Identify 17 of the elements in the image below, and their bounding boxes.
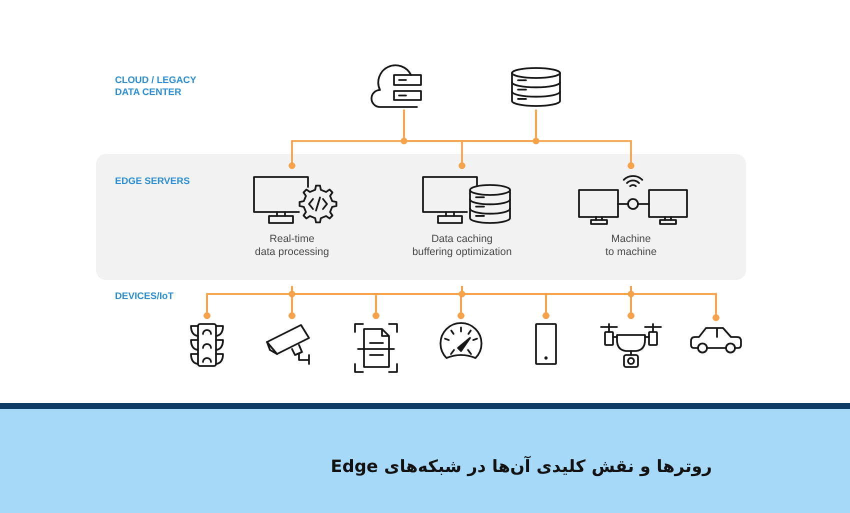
section-label: CLOUD / LEGACY DATA CENTER (115, 75, 196, 99)
tier-band (96, 154, 746, 280)
page-title: روترها و نقش کلیدی آن‌ها در شبکه‌های Edge (330, 455, 712, 479)
drone-icon (599, 323, 663, 369)
cloud-server-icon (371, 64, 423, 108)
document-scan-icon (354, 323, 398, 373)
node-label: Real-time data processing (254, 233, 330, 259)
node-label: Machine to machine (604, 233, 658, 259)
node-label: Data caching buffering optimization (411, 233, 513, 259)
traffic-light-icon (188, 323, 226, 367)
database-icon (510, 66, 562, 108)
car-icon (690, 325, 742, 353)
speedometer-icon (439, 323, 483, 361)
connector-line (535, 110, 634, 169)
smartphone-icon (535, 323, 557, 365)
section-label: EDGE SERVERS (115, 176, 190, 188)
section-label: DEVICES/IoT (115, 291, 174, 303)
